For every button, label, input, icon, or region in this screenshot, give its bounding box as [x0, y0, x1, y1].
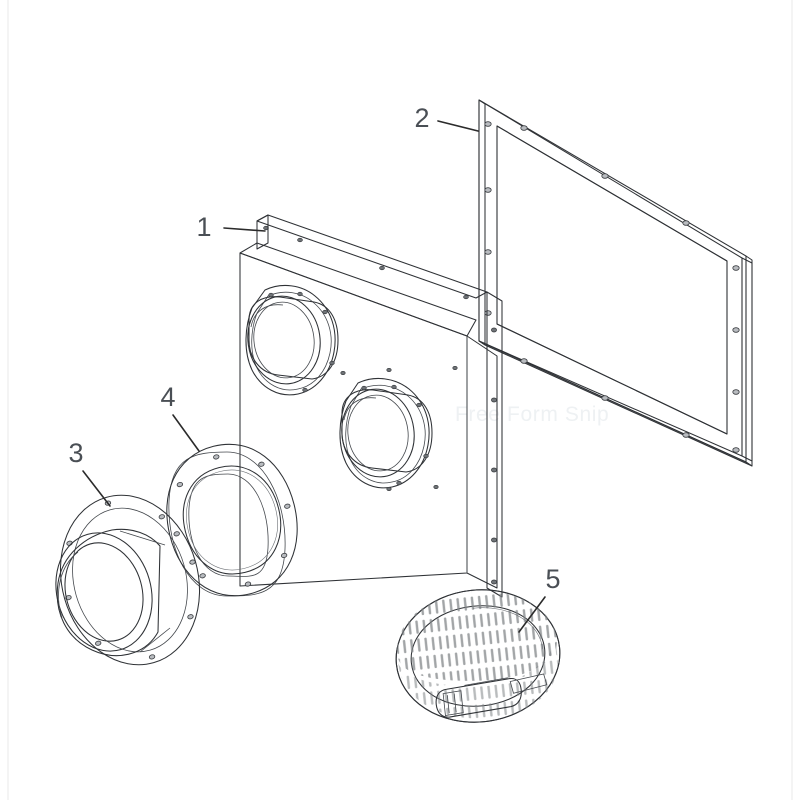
- callout-2: 2: [414, 103, 479, 133]
- clamp-slot-texture: [391, 583, 561, 690]
- collar-bolt-hole: [187, 614, 194, 620]
- panel-rivet: [340, 370, 346, 376]
- gasket-bolt-hole: [284, 503, 291, 509]
- callouts-layer: 1 2 3 4 5: [68, 103, 561, 633]
- frame-bolt-hole: [682, 432, 690, 438]
- collar-bore: [64, 542, 144, 642]
- callout-3-number: 3: [68, 438, 83, 468]
- clamp-screw-housing: [435, 673, 548, 718]
- port-bolt: [416, 402, 422, 408]
- panel-flange-hole: [463, 294, 469, 300]
- port-bolt: [361, 385, 367, 391]
- port-boss: [245, 284, 336, 396]
- port-bolt: [391, 384, 397, 390]
- collar-bolt-hole: [95, 640, 102, 646]
- callout-2-number: 2: [414, 103, 429, 133]
- panel-flange-hole: [491, 397, 497, 403]
- frame-bolt-hole: [520, 125, 528, 131]
- part-1-duct-plenum-panel: [239, 214, 503, 598]
- collar-bolt-hole: [158, 514, 165, 520]
- frame-bolt-hole: [601, 395, 609, 401]
- port-bore: [341, 388, 415, 478]
- frame-bolt-hole: [484, 310, 492, 316]
- gasket-bolt-hole: [213, 454, 220, 460]
- gasket-bolt-hole: [173, 531, 180, 537]
- panel-flange-hole: [491, 467, 497, 473]
- collar-bolt-hole: [189, 559, 196, 565]
- gasket-bolt-hole: [280, 552, 288, 558]
- frame-bottom-edge: [478, 340, 753, 467]
- panel-rivet: [386, 486, 392, 492]
- panel-rivet: [452, 365, 458, 371]
- callout-5-number: 5: [545, 564, 560, 594]
- collar-bolt-hole: [65, 595, 72, 601]
- port-bolt: [423, 453, 429, 459]
- frame-bolt-hole: [732, 389, 740, 395]
- port-bolt: [268, 292, 274, 298]
- port-bolt: [329, 360, 335, 366]
- frame-bolt-hole: [732, 447, 740, 453]
- part-3-flanged-duct-collar: [55, 494, 201, 666]
- gasket-bolt-hole: [244, 581, 252, 587]
- port-boss: [339, 377, 430, 489]
- callout-5-leader: [518, 596, 546, 633]
- port-bolt: [322, 309, 328, 315]
- frame-bolt-hole: [601, 173, 609, 179]
- frame-inner-opening: [496, 125, 728, 435]
- port-cylinder: [248, 296, 339, 380]
- collar-bolt-hole: [148, 654, 156, 660]
- frame-bolt-hole: [484, 121, 492, 127]
- collar-tube: [56, 528, 161, 657]
- callout-1-number: 1: [196, 212, 211, 242]
- frame-bolt-hole: [484, 187, 492, 193]
- callout-1-leader: [223, 227, 266, 232]
- panel-rivet: [386, 367, 392, 373]
- panel-flange-hole: [491, 537, 497, 543]
- band-tail: [509, 673, 548, 694]
- callout-4-number: 4: [160, 382, 175, 412]
- gasket-bolt-hole: [258, 461, 265, 467]
- gasket-ring-face: [166, 443, 298, 597]
- collar-flange-step: [72, 507, 188, 653]
- part-4-oval-gasket-ring: [166, 443, 298, 597]
- callout-3-leader: [82, 470, 111, 507]
- callout-5: 5: [518, 564, 561, 633]
- part-2-gasket-frame-final: [478, 99, 753, 467]
- frame-bolt-hole: [732, 265, 740, 271]
- callout-4-leader: [172, 414, 200, 452]
- frame-bolt-hole: [682, 220, 690, 226]
- watermark-text: Free Form Snip: [455, 403, 609, 426]
- frame-bolt-hole: [484, 249, 492, 255]
- callout-3: 3: [68, 438, 111, 507]
- panel-flange-tab: [256, 214, 269, 250]
- port-bore-inner: [347, 394, 409, 472]
- panel-flange-hole: [491, 579, 497, 585]
- gasket-bolt-hole: [199, 573, 206, 579]
- crop-guides: [7, 0, 793, 800]
- gasket-bolt-hole: [176, 482, 184, 488]
- port-bore: [247, 295, 321, 385]
- panel-upper-duct-port: [245, 284, 339, 396]
- port-bolt: [302, 387, 308, 393]
- panel-flange-hole: [379, 265, 385, 271]
- port-bolt: [396, 480, 402, 486]
- callout-4: 4: [160, 382, 200, 452]
- port-bolt: [297, 291, 303, 297]
- panel-lower-duct-port: [339, 377, 433, 489]
- housing-screw: [442, 690, 464, 716]
- frame-bolt-hole: [732, 327, 740, 333]
- port-cylinder: [341, 389, 433, 473]
- housing-body: [435, 677, 522, 718]
- panel-flange-hole: [297, 237, 303, 243]
- panel-rivet: [433, 484, 439, 490]
- frame-bolt-hole: [520, 358, 528, 364]
- port-bore-inner: [253, 301, 315, 379]
- callout-1: 1: [196, 212, 266, 242]
- callout-2-leader: [437, 120, 479, 132]
- panel-flange-hole: [491, 327, 497, 333]
